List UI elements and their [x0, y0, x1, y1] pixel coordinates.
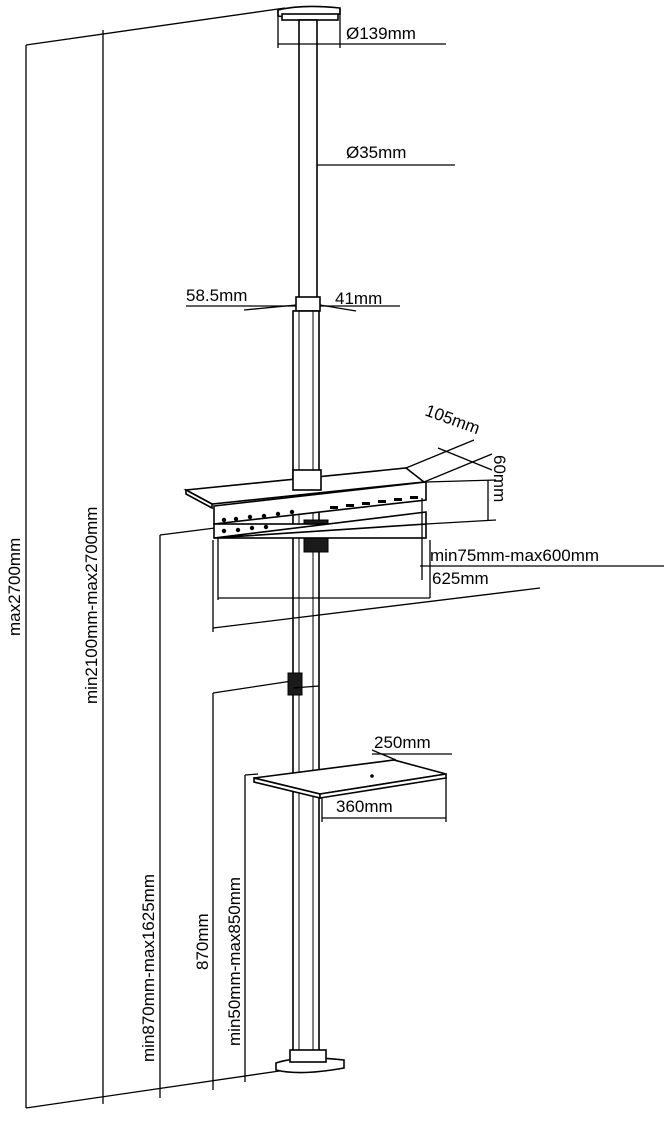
upper-pole-tube [298, 19, 318, 299]
top-dimensions: Ø139mm Ø35mm 58.5mm 41mm [186, 8, 455, 312]
bracket-height-range-label: min870mm-max1625mm [139, 874, 158, 1062]
top-extension-line [25, 7, 286, 46]
pole [275, 5, 345, 1074]
floor-plate-collar [289, 1049, 327, 1063]
pole-diameter-label: Ø35mm [346, 143, 406, 162]
base-diameter-label: Ø139mm [346, 24, 416, 43]
clamp-depth-label: 41mm [335, 289, 382, 308]
height-dimension-lines [25, 7, 301, 1109]
shelf-extension-line [244, 773, 259, 776]
clamp-width-label: 58.5mm [186, 286, 247, 305]
lower-shelf [253, 759, 447, 800]
bracket-height-label: 60mm [490, 455, 509, 502]
bracket-front-rail [213, 481, 427, 525]
bracket-depth-label: 105mm [423, 401, 483, 438]
shelf-depth-label: 250mm [374, 733, 431, 752]
bracket-width-label: 625mm [432, 569, 489, 588]
total-height-label: max2700mm [5, 538, 24, 636]
vertical-labels: max2700mm min2100mm-max2700mm min870mm-m… [5, 507, 244, 1062]
bracket-holes [221, 496, 418, 534]
bracket-extension-line [159, 527, 216, 536]
ceiling-plate-rim [281, 13, 339, 21]
pole-height-range-label: min2100mm-max2700mm [82, 507, 101, 704]
height-adjust-clip [287, 672, 303, 696]
clamp-collar [295, 296, 321, 312]
bottom-extension-line [25, 1067, 301, 1109]
vesa-range-label: min75mm-max600mm [430, 546, 599, 565]
shelf-width-label: 360mm [336, 797, 393, 816]
shelf-position-label: 870mm [193, 913, 212, 970]
shelf-height-range-label: min50mm-max850mm [225, 877, 244, 1046]
shelf-dimensions: 250mm 360mm [321, 733, 452, 822]
shelf-position-extension-line [212, 680, 293, 694]
